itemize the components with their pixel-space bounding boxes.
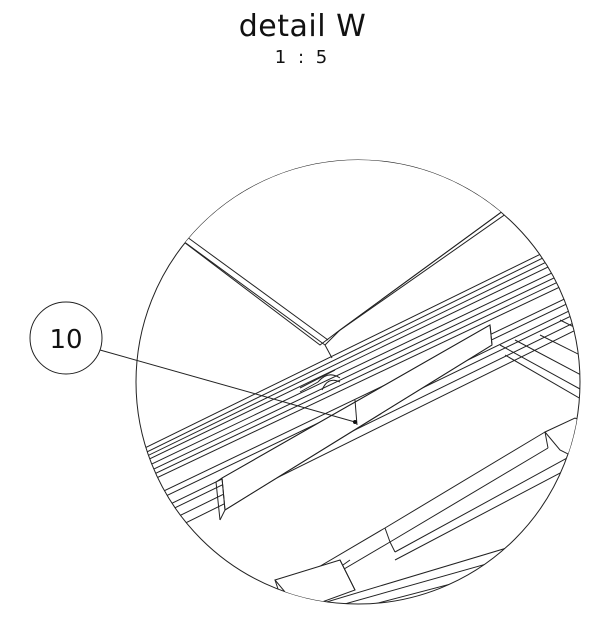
leader-line — [99, 349, 356, 423]
seal-strip — [215, 324, 493, 521]
detail-scale: 1 : 5 — [274, 47, 331, 68]
leader-dot — [353, 420, 357, 424]
detail-geometry — [136, 160, 580, 604]
callout-10: 10 — [29, 301, 357, 424]
rail-profile — [136, 224, 580, 549]
item-balloon — [29, 301, 103, 375]
item-number: 10 — [49, 325, 82, 355]
detail-title: detail W — [238, 9, 367, 44]
